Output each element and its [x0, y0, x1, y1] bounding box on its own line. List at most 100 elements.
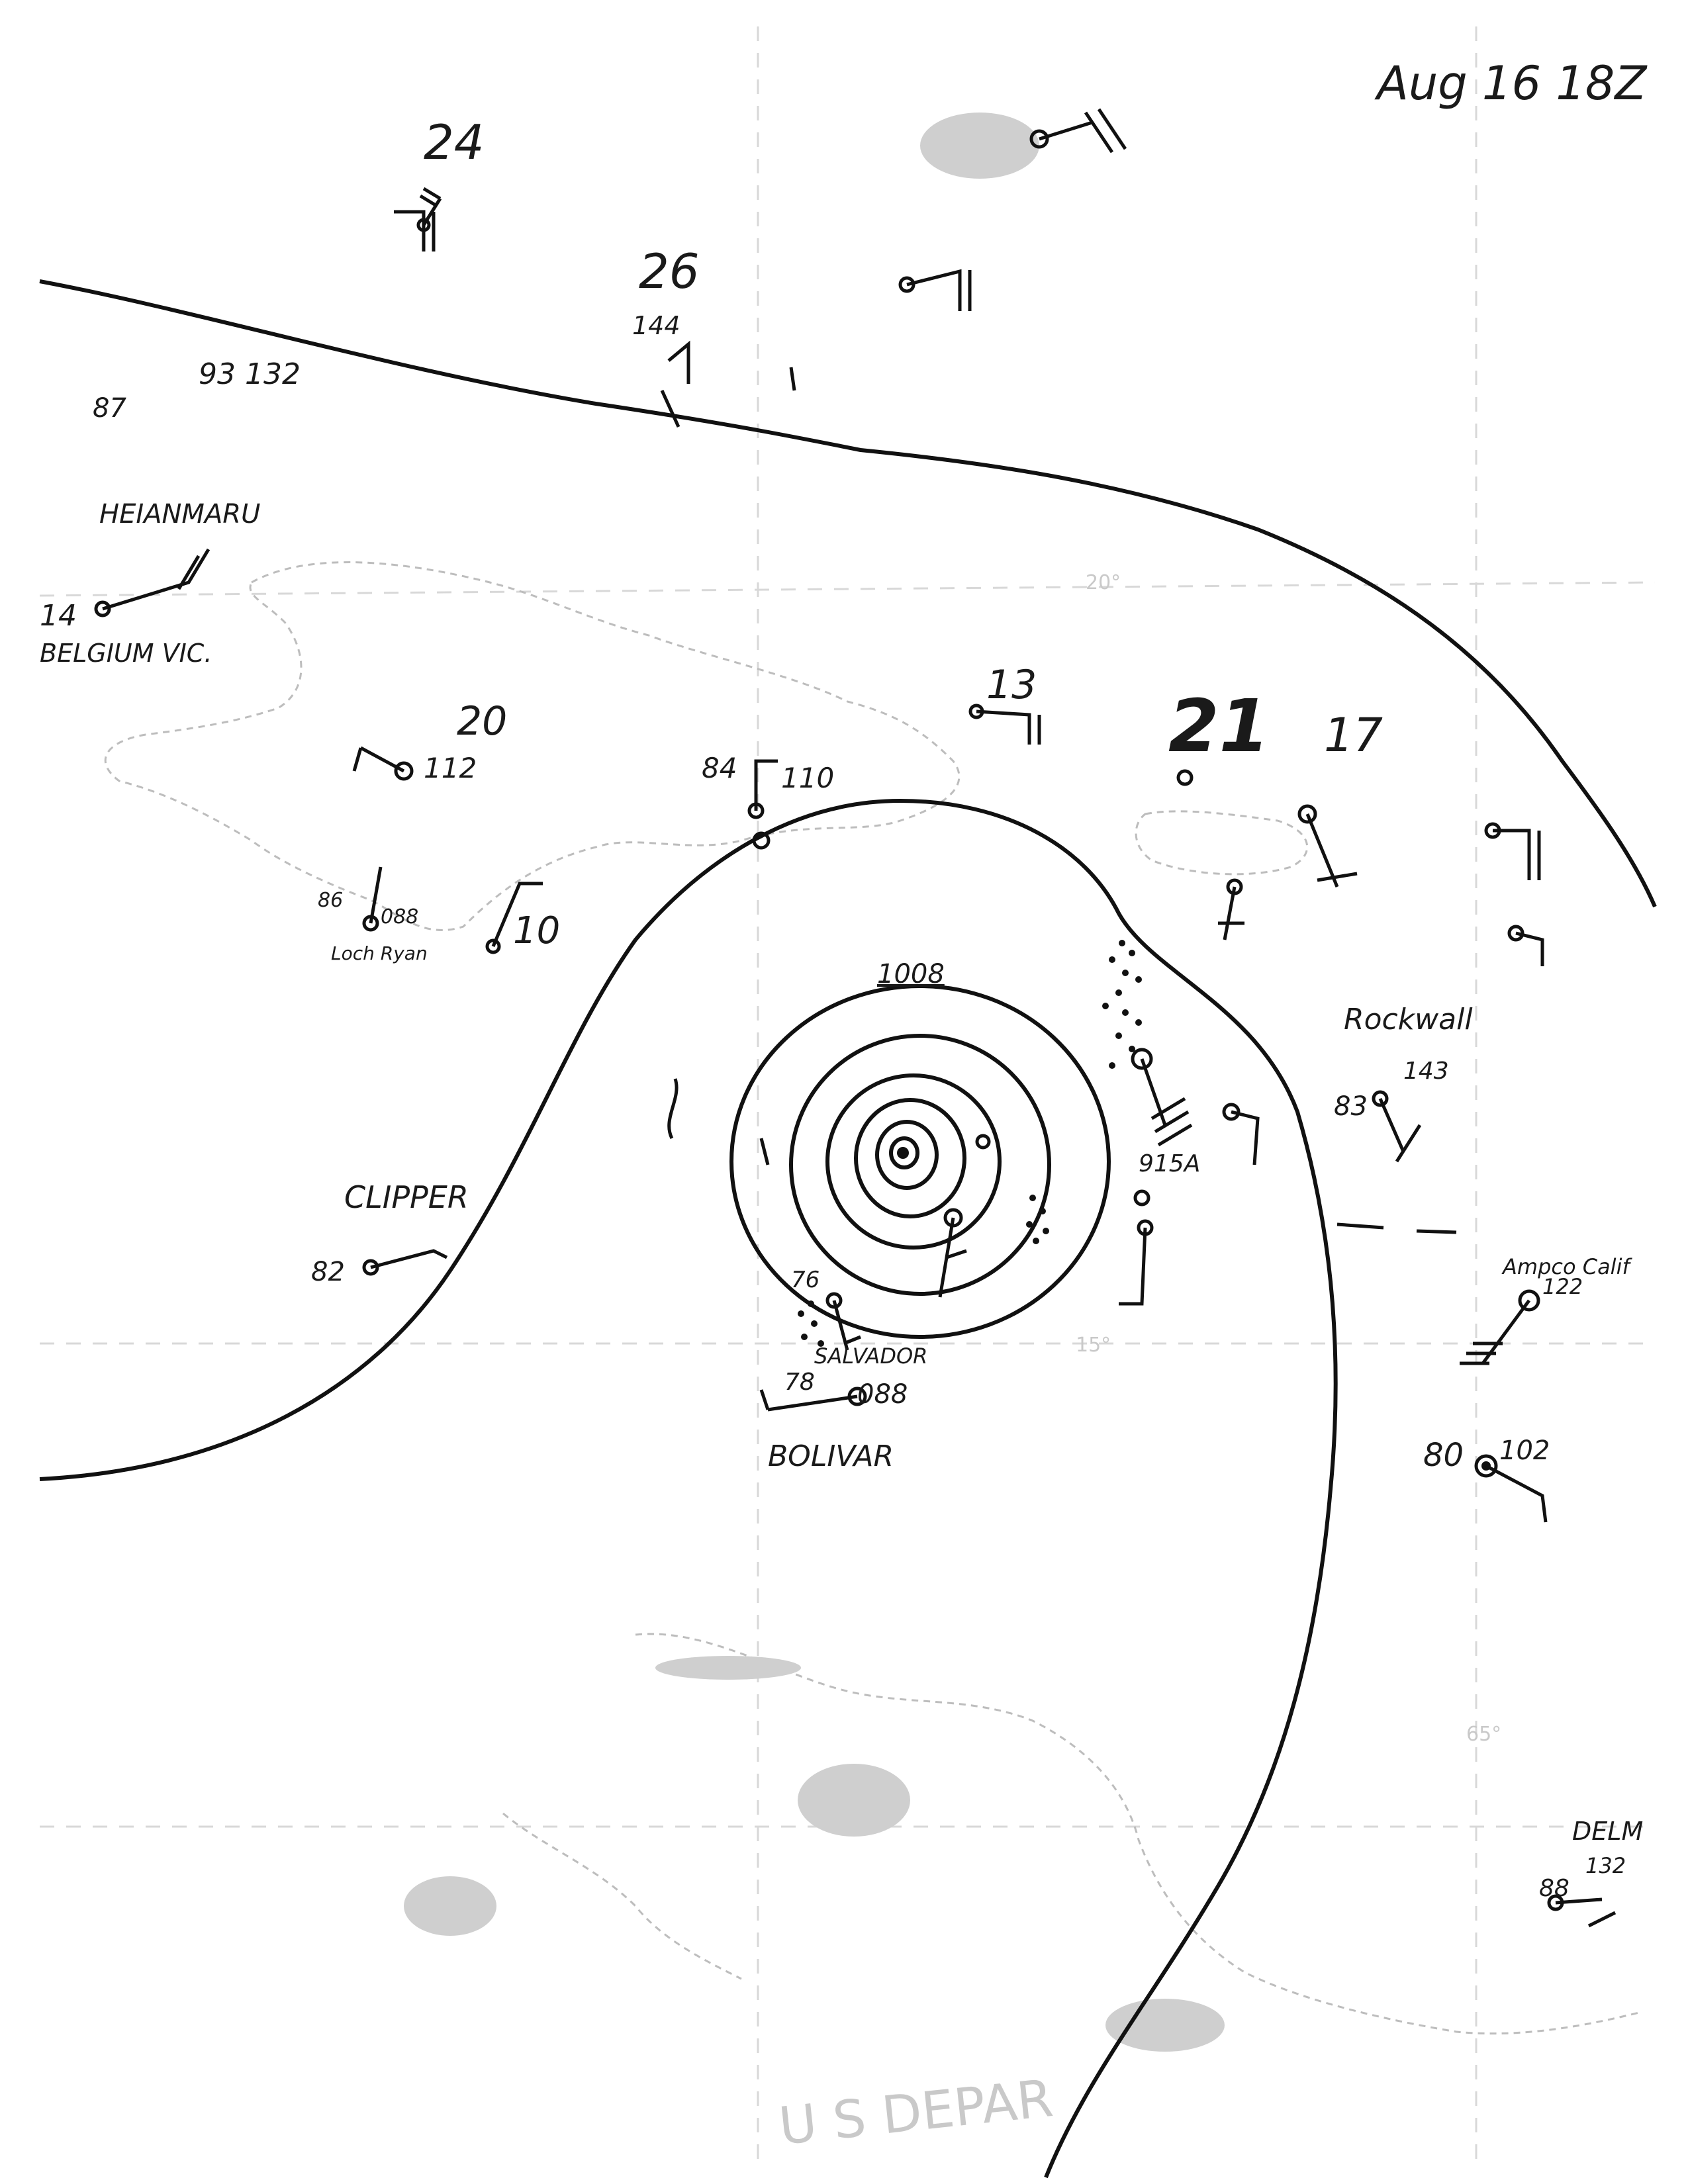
wind-barb: [906, 269, 972, 311]
tick-mark: [759, 1138, 770, 1165]
isobar-4: [854, 1098, 966, 1218]
number-20: 20: [457, 698, 507, 745]
wind-barb: [491, 882, 543, 947]
station-dot: [394, 761, 414, 781]
number-17: 17: [1324, 708, 1383, 762]
wind-barb: [369, 866, 383, 924]
station-dot: [975, 1134, 991, 1150]
station-dot: [1131, 1048, 1153, 1070]
number-82: 82: [311, 1257, 345, 1287]
station-dot: [1518, 1289, 1540, 1312]
isobars: [729, 984, 1111, 1339]
wind-barb: [1218, 886, 1244, 940]
number-86: 86: [318, 889, 343, 912]
ship-rockwall: Rockwall: [1344, 1003, 1473, 1036]
number-24: 24: [424, 114, 485, 170]
station-dot: [485, 938, 501, 954]
wind-barb: [1039, 108, 1127, 154]
wind-barb: [832, 1300, 861, 1351]
grid-lines: [39, 26, 1656, 2171]
number-13: 13: [986, 662, 1037, 708]
wind-barb: [976, 709, 1041, 745]
station-dot: [825, 1292, 843, 1309]
station-dot: [1133, 1189, 1150, 1206]
wind-barb: [1305, 813, 1358, 887]
number-93-132: 93 132: [199, 357, 301, 391]
isobar-2: [789, 1034, 1051, 1296]
coastlines: [104, 561, 1642, 2035]
isobar-outer: [729, 984, 1111, 1339]
ship-belgium-vic: BELGIUM VIC.: [40, 639, 212, 668]
number-088: 088: [381, 905, 418, 929]
isobar-6: [889, 1136, 919, 1169]
station-dot: [1474, 1454, 1498, 1478]
ship-clipper: CLIPPER: [344, 1179, 469, 1215]
wind-barb: [1119, 1227, 1147, 1306]
wind-barb: [1493, 829, 1541, 880]
us-department-watermark: U S DEPAR: [776, 2069, 1056, 2157]
map-date-time: Aug 16 18Z: [1374, 56, 1648, 111]
tick-mark: [667, 1078, 679, 1140]
wind-barb: [1140, 1058, 1193, 1147]
number-83: 83: [1334, 1091, 1368, 1122]
number-14: 14: [40, 599, 77, 633]
ship-labels: HEIANMARU BELGIUM VIC. CLIPPER SALVADOR …: [40, 499, 1643, 1846]
fronts: [39, 279, 1657, 2179]
number-78: 78: [784, 1369, 815, 1396]
number-84: 84: [702, 752, 737, 784]
wind-barb: [1485, 1464, 1548, 1523]
rain-dot-clusters: [798, 940, 1142, 1347]
number-143: 143: [1403, 1058, 1449, 1085]
dash: [1416, 1229, 1457, 1234]
station-dot: [94, 600, 111, 617]
isobar-5: [875, 1120, 939, 1190]
number-144: 144: [632, 311, 680, 340]
s-curve-trough-line: [39, 798, 1338, 2179]
wind-barb: [394, 210, 436, 251]
number-21: 21: [1168, 684, 1270, 768]
wind-barb: [938, 1217, 967, 1298]
isobar-1008-label: 1008: [877, 959, 945, 989]
lat-20-label: 20°: [1086, 571, 1121, 594]
station-dot: [1372, 1090, 1389, 1107]
number-110: 110: [781, 762, 834, 794]
number-102: 102: [1499, 1435, 1550, 1466]
ship-delm: DELM: [1572, 1817, 1643, 1846]
lon-65-label: 65°: [1466, 1723, 1501, 1746]
number-132: 132: [1585, 1853, 1626, 1878]
isobar-3: [825, 1073, 1002, 1250]
wind-barb: [1231, 1110, 1260, 1165]
number-10: 10: [513, 909, 560, 952]
wind-barb: [667, 340, 690, 384]
number-87: 87: [93, 393, 126, 424]
number-26: 26: [639, 244, 700, 299]
dash: [1336, 1222, 1384, 1230]
wind-barb: [754, 759, 778, 811]
number-80: 80: [1423, 1437, 1464, 1474]
station-dot: [1029, 129, 1049, 149]
number-088-bolivar: 088: [857, 1379, 908, 1410]
wind-barb: [1460, 1299, 1531, 1365]
ship-ampco-calif: Ampco Calif: [1501, 1254, 1632, 1279]
low-center-dot: [897, 1147, 909, 1159]
number-915A: 915A: [1139, 1150, 1200, 1177]
wind-barb: [759, 1389, 858, 1412]
wind-barb: [1515, 931, 1544, 966]
lat-15-label: 15°: [1076, 1334, 1111, 1357]
number-112: 112: [424, 752, 477, 784]
wind-barb: [352, 746, 405, 773]
number-76: 76: [791, 1267, 820, 1293]
ship-salvador: SALVADOR: [814, 1343, 927, 1369]
northern-front-line: [39, 279, 1657, 908]
ship-bolivar: BOLIVAR: [768, 1439, 894, 1473]
wind-barb: [370, 1249, 448, 1269]
faint-station-clutter: [404, 113, 1225, 2052]
number-88: 88: [1539, 1875, 1570, 1902]
ship-loch-ryan: Loch Ryan: [331, 942, 428, 964]
station-dot: [752, 831, 771, 850]
wind-barb: [102, 548, 211, 611]
station-dot: [362, 1259, 379, 1276]
number-122: 122: [1542, 1274, 1583, 1299]
